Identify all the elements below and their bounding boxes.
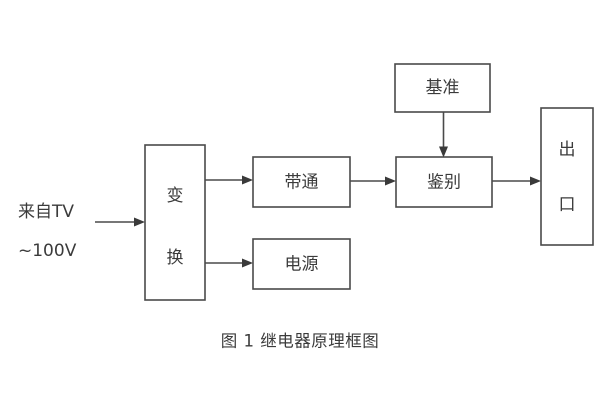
block-reference: 基准 [394, 63, 491, 113]
block-discriminate: 鉴别 [395, 156, 493, 208]
block-transform-label-char1: 变 [167, 186, 184, 206]
connector-transform-to-power-supply [205, 258, 253, 268]
connector-input-to-transform [95, 217, 145, 227]
connector-transform-to-bandpass [205, 175, 253, 185]
connector-bandpass-to-discriminate [350, 176, 396, 186]
block-output-label-char2: 口 [559, 195, 576, 215]
block-output-label-char1: 出 [559, 140, 576, 160]
block-bandpass: 带通 [252, 156, 351, 208]
connector-reference-to-discriminate [439, 112, 448, 158]
block-transform-label-char2: 换 [167, 248, 184, 268]
input-source-label-line1: 来自TV [18, 202, 74, 222]
block-power-supply-label: 电源 [285, 255, 319, 275]
figure-caption: 图 1 继电器原理框图 [221, 332, 380, 351]
block-power-supply: 电源 [252, 238, 351, 290]
block-discriminate-label: 鉴别 [427, 173, 461, 193]
block-output: 出 口 [540, 107, 594, 246]
connector-discriminate-to-output [492, 176, 541, 186]
block-transform: 变 换 [144, 144, 206, 301]
block-bandpass-label: 带通 [285, 173, 319, 193]
block-reference-label: 基准 [426, 78, 460, 98]
input-voltage-label-line2: ~100V [18, 241, 77, 261]
